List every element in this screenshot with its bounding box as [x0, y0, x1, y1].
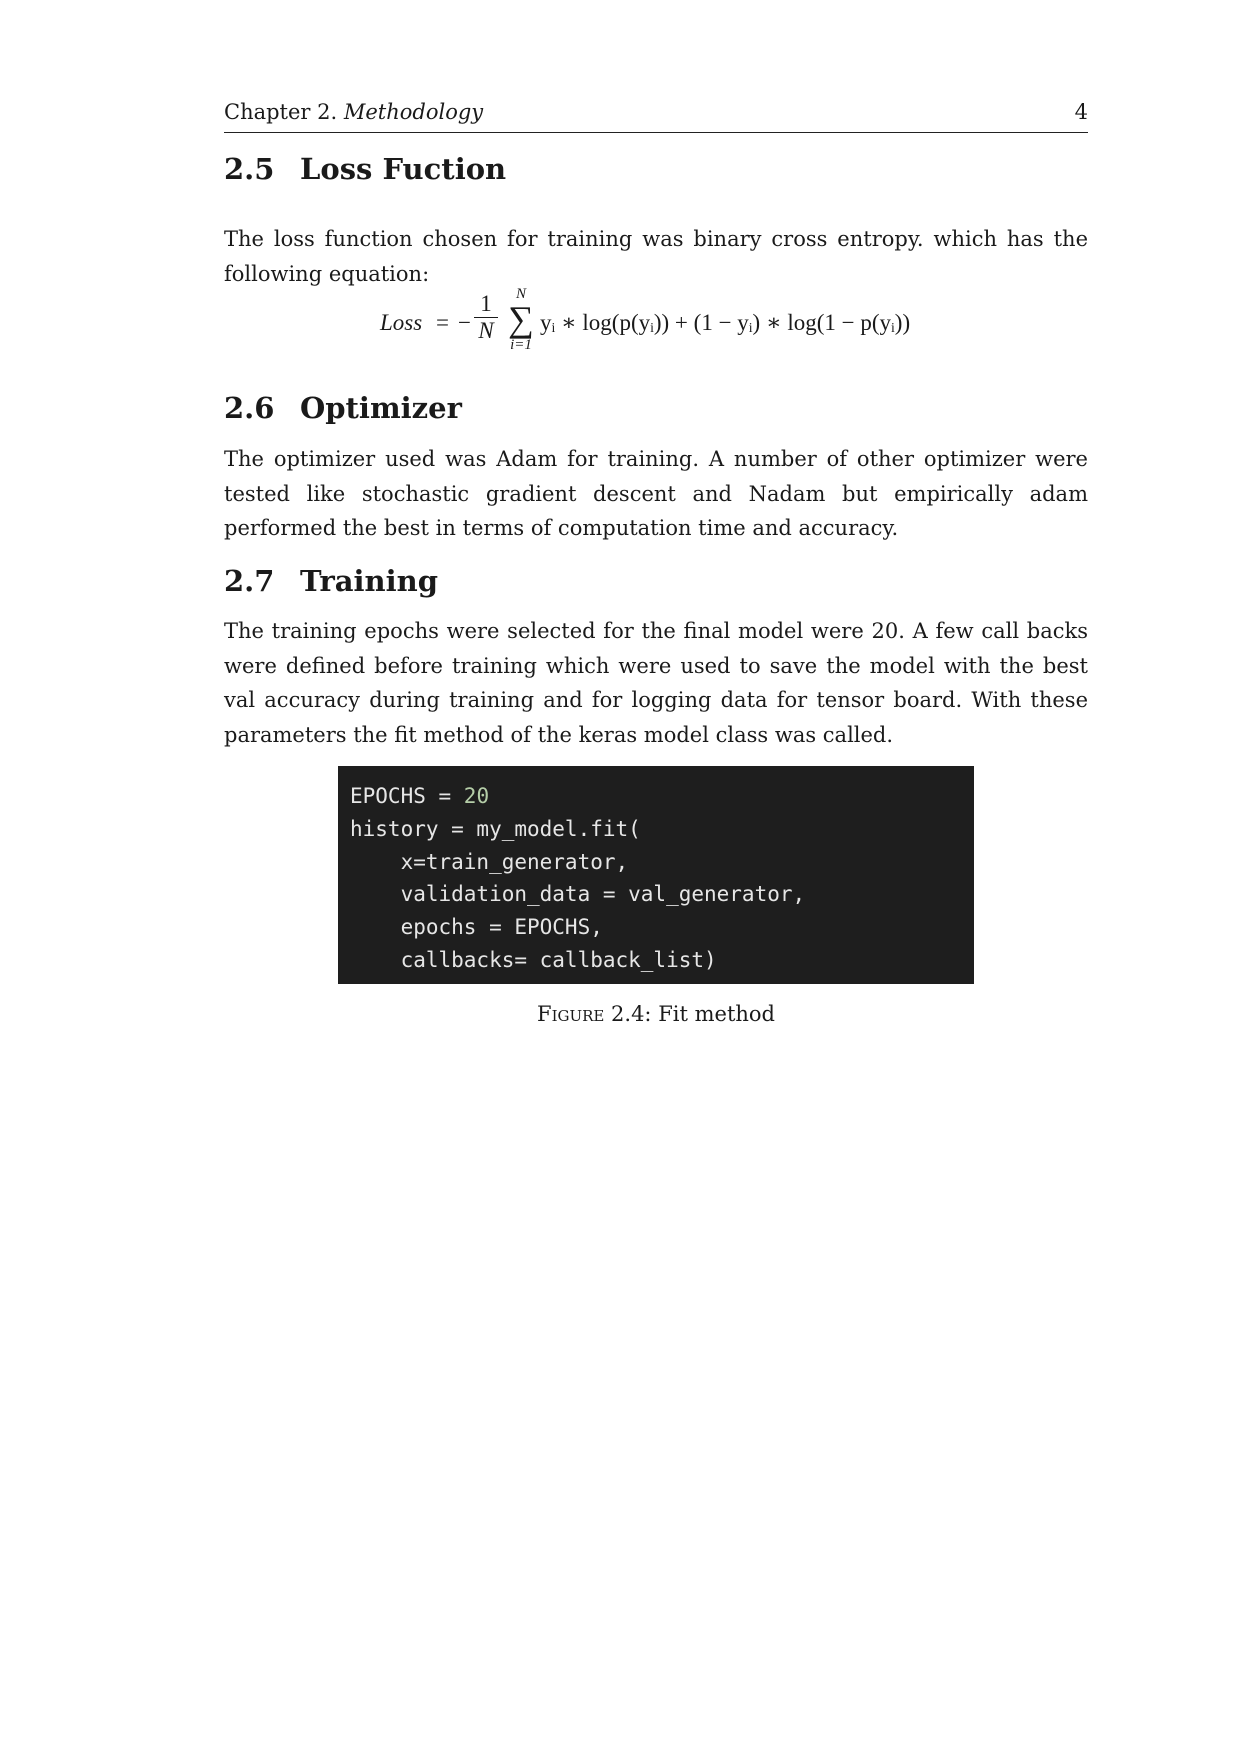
- section-number: 2.7: [224, 564, 275, 598]
- figure-label: Figure 2.4:: [537, 1002, 652, 1026]
- section-heading-loss-function: 2.5 Loss Fuction: [224, 152, 506, 186]
- code-line: history = my_model.fit(: [350, 816, 641, 841]
- section-title: Loss Fuction: [300, 152, 507, 186]
- equation-equals: =: [436, 310, 449, 335]
- fraction-denominator: N: [478, 318, 494, 343]
- code-epochs-name: EPOCHS =: [350, 784, 464, 808]
- sum-symbol: ∑: [508, 299, 534, 339]
- code-line: EPOCHS = 20: [350, 780, 974, 813]
- section-body-loss-function: The loss function chosen for training wa…: [224, 227, 1088, 286]
- running-header: Chapter 2. Methodology 4: [224, 100, 1088, 133]
- equation-lhs: Loss: [380, 310, 423, 335]
- header-chapter: Chapter 2. Methodology: [224, 100, 483, 124]
- header-chapter-title: Methodology: [343, 100, 484, 124]
- equation-minus: −: [458, 310, 471, 335]
- code-line: epochs = EPOCHS,: [350, 915, 603, 940]
- section-body-optimizer: The optimizer used was Adam for training…: [224, 447, 1088, 540]
- code-line: validation_data = val_generator,: [350, 882, 806, 907]
- code-screenshot: EPOCHS = 20 history = my_model.fit( x=tr…: [338, 766, 974, 984]
- section-number: 2.6: [224, 391, 275, 425]
- sum-lower-limit: i=1: [510, 337, 532, 353]
- summation: N ∑ i=1: [504, 286, 538, 354]
- page-number: 4: [1074, 100, 1088, 124]
- section-heading-training: 2.7 Training: [224, 564, 438, 598]
- section-title: Training: [300, 564, 439, 598]
- code-line: callbacks= callback_list): [350, 947, 717, 972]
- equation-fraction: 1 N: [474, 292, 498, 343]
- section-title: Optimizer: [300, 391, 462, 425]
- sum-upper-limit: N: [515, 286, 526, 302]
- equation-rhs: yᵢ ∗ log(p(yᵢ)) + (1 − yᵢ) ∗ log(1 − p(y…: [540, 310, 911, 335]
- loss-equation: Loss = − 1 N N ∑ i=1 yᵢ ∗ log(p(yᵢ)) + (…: [224, 286, 1088, 370]
- fraction-numerator: 1: [480, 291, 492, 316]
- code-line: x=train_generator,: [350, 849, 629, 874]
- figure-caption: Figure 2.4: Fit method: [224, 1002, 1088, 1026]
- section-heading-optimizer: 2.6 Optimizer: [224, 391, 462, 425]
- code-epochs-value: 20: [463, 784, 490, 808]
- header-chapter-number: Chapter 2.: [224, 100, 338, 124]
- figure-caption-text: Fit method: [658, 1002, 775, 1026]
- section-body-training: The training epochs were selected for th…: [224, 619, 1088, 747]
- section-number: 2.5: [224, 152, 275, 186]
- fraction-bar: [474, 317, 498, 318]
